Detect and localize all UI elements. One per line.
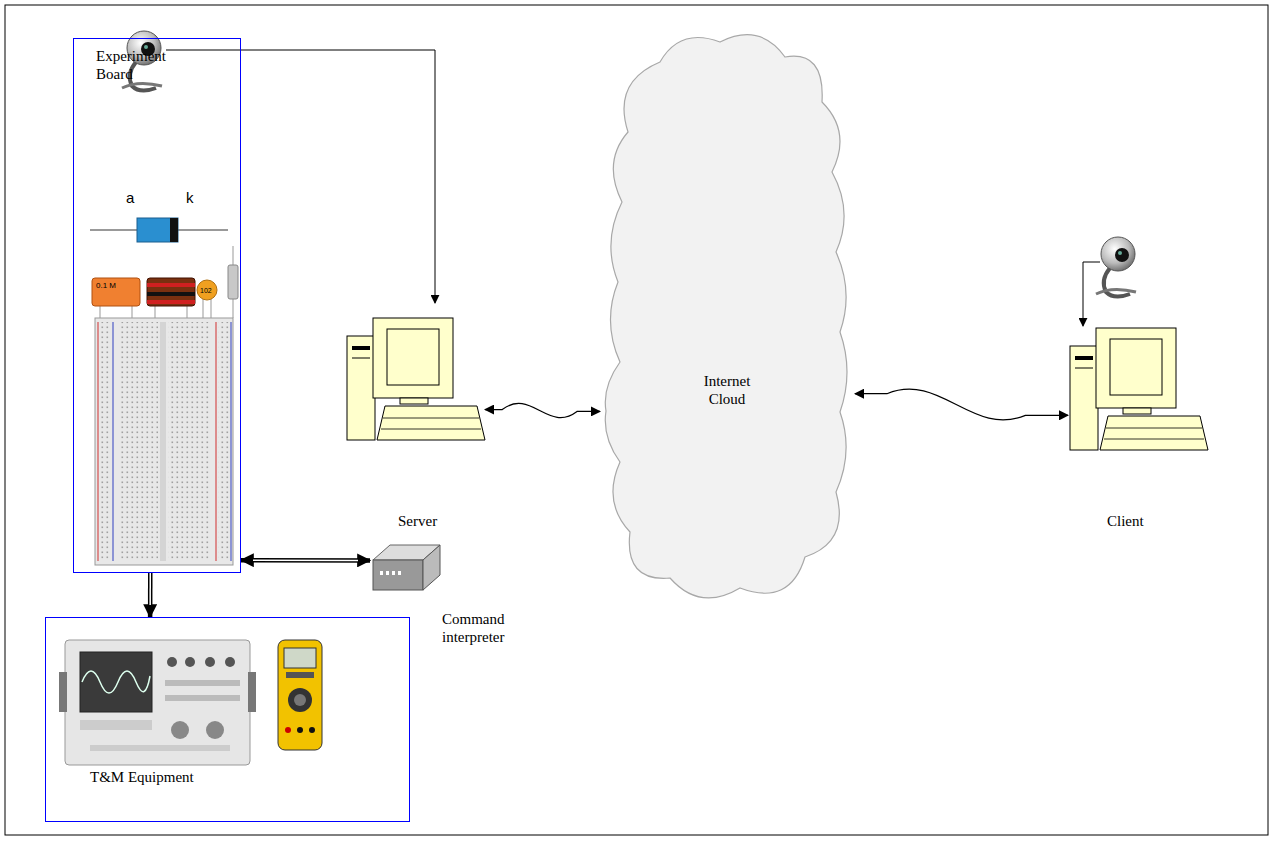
device-node: Command interpreter [370,542,528,657]
outer-frame [5,5,1268,835]
pin-label: k [186,190,194,205]
camera-wire [166,50,435,303]
component-marking: 0.1 M [96,282,116,290]
multimeter [278,640,322,750]
network-link [485,403,600,417]
diode-symbol [90,218,228,242]
camera-wire [1083,262,1100,326]
pin-label: a [126,190,134,205]
group-box: T&M Equipment [45,617,410,822]
network-link [855,389,1068,420]
cloud-node: Internet Cloud [600,22,855,612]
device-node: Server [345,318,485,536]
node-label: Experiment Board [96,47,196,83]
node-label: Client [1107,512,1177,530]
component-marking: 102 [200,287,212,294]
node-label: Server [398,512,478,530]
capacitors [92,246,238,320]
oscilloscope [59,640,256,765]
cloud-shape [600,22,855,612]
command-interpreter-device [373,545,440,590]
server-computer [347,318,485,440]
breadboard [95,318,233,565]
signal-link [150,573,151,617]
client-computer [1070,328,1208,450]
node-label: Internet Cloud [692,372,762,408]
node-label: Command interpreter [442,610,522,646]
group-box: Experiment Board [73,38,241,573]
node-label: T&M Equipment [90,768,290,786]
signal-link [241,560,370,561]
device-node: Client [1068,328,1183,536]
webcam [1096,237,1136,297]
